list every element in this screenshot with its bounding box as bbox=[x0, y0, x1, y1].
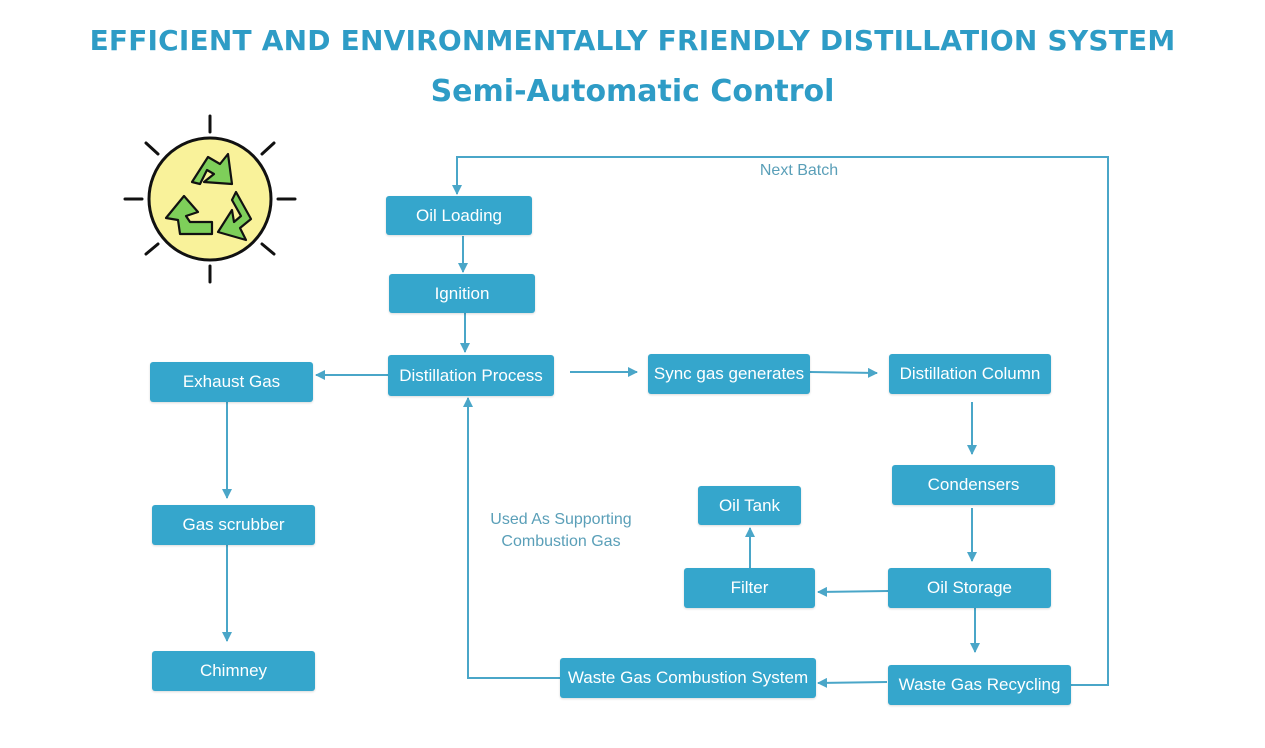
page-subtitle: Semi-Automatic Control bbox=[430, 74, 835, 109]
node-exhaust-gas: Exhaust Gas bbox=[150, 362, 313, 402]
node-oil-loading: Oil Loading bbox=[386, 196, 532, 235]
node-condensers: Condensers bbox=[892, 465, 1055, 505]
node-sync-gas: Sync gas generates bbox=[648, 354, 810, 394]
arrow-sync-column bbox=[809, 367, 878, 378]
node-waste-gas-recycling: Waste Gas Recycling bbox=[888, 665, 1071, 705]
page-title: EFFICIENT AND ENVIRONMENTALLY FRIENDLY D… bbox=[89, 24, 1176, 57]
arrow-storage-filter bbox=[817, 586, 889, 597]
node-oil-tank: Oil Tank bbox=[698, 486, 801, 525]
label-supporting-line1: Used As Supporting bbox=[490, 511, 632, 528]
recycle-sun-icon bbox=[123, 114, 297, 284]
label-next-batch: Next Batch bbox=[759, 162, 839, 179]
node-waste-gas-combustion: Waste Gas Combustion System bbox=[560, 658, 816, 698]
node-gas-scrubber: Gas scrubber bbox=[152, 505, 315, 545]
label-supporting-gas: Used As Supporting Combustion Gas bbox=[471, 509, 651, 553]
node-distillation-process: Distillation Process bbox=[388, 355, 554, 396]
node-filter: Filter bbox=[684, 568, 815, 608]
node-oil-storage: Oil Storage bbox=[888, 568, 1051, 608]
node-ignition: Ignition bbox=[389, 274, 535, 313]
node-chimney: Chimney bbox=[152, 651, 315, 691]
label-supporting-line2: Combustion Gas bbox=[501, 533, 621, 550]
arrow-recycling-combustion bbox=[817, 677, 888, 688]
arrow-next-batch bbox=[452, 156, 1109, 686]
arrow-combustion-process bbox=[463, 397, 560, 679]
node-distillation-column: Distillation Column bbox=[889, 354, 1051, 394]
